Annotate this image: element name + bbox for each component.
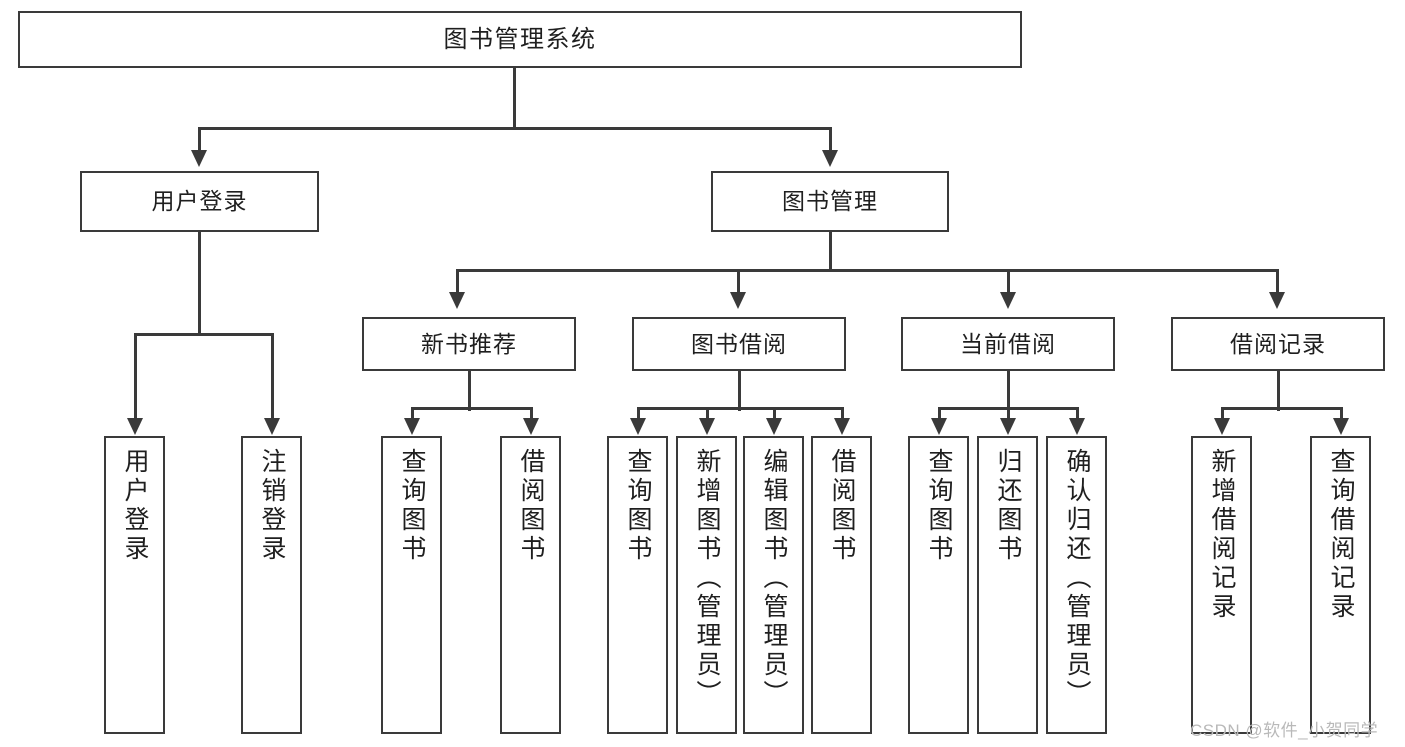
leaf-node-borrow-book-1[interactable]: 借阅图书 bbox=[500, 436, 561, 734]
connector-level2-bus bbox=[198, 127, 832, 130]
leaf-node-return-book[interactable]: 归还图书 bbox=[977, 436, 1038, 734]
connector-level3-bus bbox=[456, 269, 1279, 272]
connector-book-borrow-stem bbox=[738, 371, 741, 411]
node-current-borrow[interactable]: 当前借阅 bbox=[901, 317, 1115, 371]
node-label: 用户登录 bbox=[151, 188, 248, 215]
arrowhead-leaf-query-book-3 bbox=[931, 418, 947, 435]
connector-current-borrow-stem bbox=[1007, 371, 1010, 411]
connector-user-login-bus bbox=[134, 333, 274, 336]
connector-drop-leaf-return-book bbox=[1007, 407, 1010, 419]
connector-drop-leaf-query-book-3 bbox=[938, 407, 941, 419]
node-label: 查询图书 bbox=[624, 448, 652, 564]
connector-drop-leaf-query-record bbox=[1340, 407, 1343, 419]
connector-drop-new-book-recommend bbox=[456, 269, 459, 294]
arrowhead-leaf-confirm-return bbox=[1069, 418, 1085, 435]
arrowhead-leaf-add-book bbox=[699, 418, 715, 435]
connector-new-book-recommend-bus bbox=[411, 407, 533, 410]
leaf-node-add-book[interactable]: 新增图书（管理员） bbox=[676, 436, 737, 734]
node-label: 当前借阅 bbox=[960, 330, 1056, 357]
connector-book-borrow-bus bbox=[637, 407, 844, 410]
node-new-book-recommend[interactable]: 新书推荐 bbox=[362, 317, 576, 371]
leaf-node-confirm-return[interactable]: 确认归还（管理员） bbox=[1046, 436, 1107, 734]
arrowhead-leaf-add-record bbox=[1214, 418, 1230, 435]
node-book-borrow[interactable]: 图书借阅 bbox=[632, 317, 846, 371]
connector-new-book-recommend-stem bbox=[468, 371, 471, 411]
leaf-node-query-book-2[interactable]: 查询图书 bbox=[607, 436, 668, 734]
arrowhead-leaf-query-book-1 bbox=[404, 418, 420, 435]
leaf-node-user-login[interactable]: 用户登录 bbox=[104, 436, 165, 734]
connector-drop-book-borrow bbox=[737, 269, 740, 294]
connector-drop-leaf-add-book bbox=[706, 407, 709, 419]
connector-drop-user-login bbox=[198, 127, 201, 152]
leaf-node-query-record[interactable]: 查询借阅记录 bbox=[1310, 436, 1371, 734]
arrowhead-leaf-edit-book bbox=[766, 418, 782, 435]
node-label: 查询借阅记录 bbox=[1327, 448, 1355, 622]
connector-drop-leaf-borrow-book-1 bbox=[530, 407, 533, 419]
arrowhead-new-book-recommend bbox=[449, 292, 465, 309]
connector-drop-leaf-query-book-2 bbox=[637, 407, 640, 419]
leaf-node-edit-book[interactable]: 编辑图书（管理员） bbox=[743, 436, 804, 734]
arrowhead-leaf-borrow-book-1 bbox=[523, 418, 539, 435]
node-root-system[interactable]: 图书管理系统 bbox=[18, 11, 1022, 68]
csdn-watermark: CSDN @软件_小贺同学 bbox=[1190, 721, 1379, 740]
connector-drop-leaf-user-login bbox=[134, 333, 137, 419]
arrowhead-book-management bbox=[822, 150, 838, 167]
leaf-node-query-book-3[interactable]: 查询图书 bbox=[908, 436, 969, 734]
node-user-login[interactable]: 用户登录 bbox=[80, 171, 319, 232]
connector-borrow-record-stem bbox=[1277, 371, 1280, 411]
arrowhead-leaf-logout-login bbox=[264, 418, 280, 435]
node-label: 图书借阅 bbox=[691, 330, 787, 357]
node-label: 新增图书（管理员） bbox=[693, 448, 721, 709]
connector-user-login-stem bbox=[198, 232, 201, 336]
connector-drop-leaf-logout-login bbox=[271, 333, 274, 419]
node-label: 注销登录 bbox=[258, 448, 286, 564]
node-label: 新书推荐 bbox=[421, 330, 517, 357]
arrowhead-leaf-query-record bbox=[1333, 418, 1349, 435]
arrowhead-user-login bbox=[191, 150, 207, 167]
node-label: 新增借阅记录 bbox=[1208, 448, 1236, 622]
arrowhead-leaf-borrow-book-2 bbox=[834, 418, 850, 435]
node-borrow-record[interactable]: 借阅记录 bbox=[1171, 317, 1385, 371]
node-label: 归还图书 bbox=[994, 448, 1022, 564]
node-label: 借阅记录 bbox=[1230, 330, 1326, 357]
node-label: 用户登录 bbox=[121, 448, 149, 564]
connector-root-stem bbox=[513, 68, 516, 129]
node-label: 借阅图书 bbox=[517, 448, 545, 564]
leaf-node-logout-login[interactable]: 注销登录 bbox=[241, 436, 302, 734]
arrowhead-borrow-record bbox=[1269, 292, 1285, 309]
node-label: 图书管理 bbox=[782, 188, 878, 215]
node-label: 图书管理系统 bbox=[443, 25, 597, 53]
connector-borrow-record-bus bbox=[1221, 407, 1343, 410]
connector-book-management-stem bbox=[829, 232, 832, 272]
node-label: 查询图书 bbox=[925, 448, 953, 564]
node-label: 编辑图书（管理员） bbox=[760, 448, 788, 709]
arrowhead-book-borrow bbox=[730, 292, 746, 309]
connector-drop-borrow-record bbox=[1276, 269, 1279, 294]
node-label: 借阅图书 bbox=[828, 448, 856, 564]
connector-drop-leaf-query-book-1 bbox=[411, 407, 414, 419]
node-book-management[interactable]: 图书管理 bbox=[711, 171, 949, 232]
leaf-node-borrow-book-2[interactable]: 借阅图书 bbox=[811, 436, 872, 734]
leaf-node-query-book-1[interactable]: 查询图书 bbox=[381, 436, 442, 734]
connector-drop-book-management bbox=[829, 127, 832, 152]
leaf-node-add-record[interactable]: 新增借阅记录 bbox=[1191, 436, 1252, 734]
arrowhead-leaf-return-book bbox=[1000, 418, 1016, 435]
arrowhead-current-borrow bbox=[1000, 292, 1016, 309]
connector-drop-leaf-edit-book bbox=[773, 407, 776, 419]
connector-drop-leaf-confirm-return bbox=[1076, 407, 1079, 419]
connector-drop-leaf-add-record bbox=[1221, 407, 1224, 419]
node-label: 确认归还（管理员） bbox=[1063, 448, 1091, 709]
connector-drop-current-borrow bbox=[1007, 269, 1010, 294]
connector-drop-leaf-borrow-book-2 bbox=[841, 407, 844, 419]
node-label: 查询图书 bbox=[398, 448, 426, 564]
arrowhead-leaf-query-book-2 bbox=[630, 418, 646, 435]
arrowhead-leaf-user-login bbox=[127, 418, 143, 435]
